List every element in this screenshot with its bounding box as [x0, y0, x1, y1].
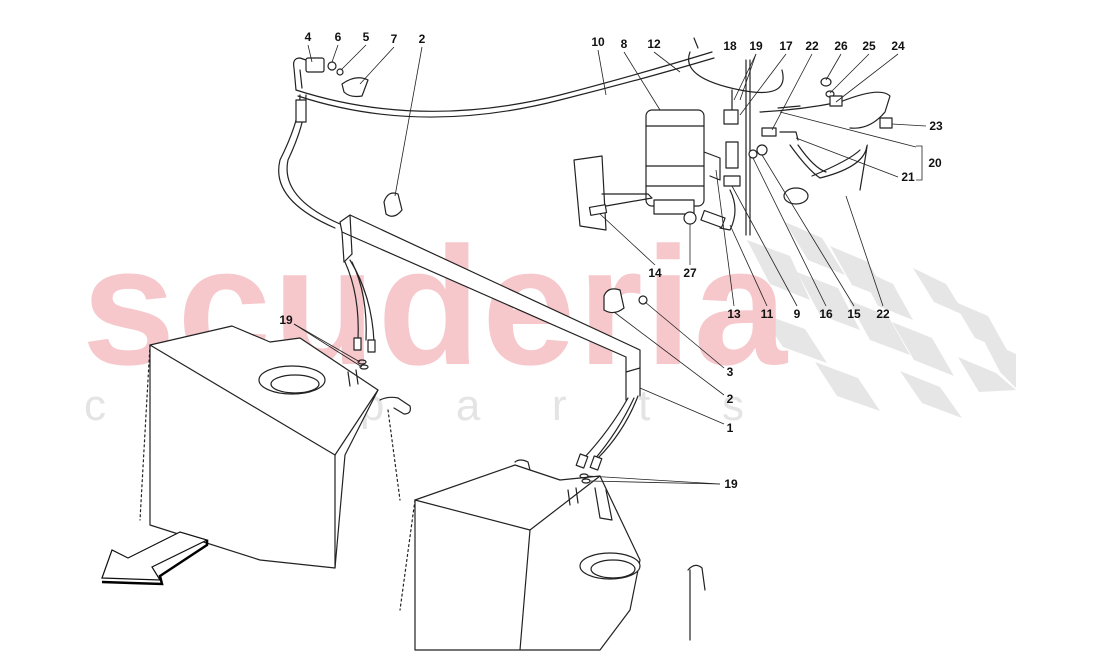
vent-duct: [339, 214, 641, 401]
part-label-27: 27: [683, 266, 697, 280]
part-label-23: 23: [929, 119, 943, 133]
part-label-11: 11: [760, 307, 774, 321]
watermark-letter: a: [455, 381, 481, 430]
right-fuel-tank: [399, 459, 706, 651]
part-label-6: 6: [334, 30, 342, 44]
part-label-25: 25: [862, 39, 876, 53]
part-label-8: 8: [620, 37, 628, 51]
watermark-letter: r: [551, 381, 567, 430]
part-label-26: 26: [834, 39, 848, 53]
part-label-3: 3: [726, 365, 734, 379]
part-label-7: 7: [390, 32, 398, 46]
part-label-1: 1: [726, 421, 734, 435]
part-label-21: 21: [901, 170, 915, 184]
part-label-4: 4: [304, 30, 312, 44]
part-label-24: 24: [891, 39, 905, 53]
part-label-10: 10: [591, 35, 605, 49]
watermark-letter: c: [84, 381, 106, 430]
part-label-17: 17: [779, 39, 793, 53]
watermark-letter: t: [638, 381, 651, 430]
part-label-16: 16: [819, 307, 833, 321]
part-label-5: 5: [362, 30, 370, 44]
part-label-19: 19: [749, 39, 763, 53]
part-label-19: 19: [279, 313, 293, 327]
part-label-20: 20: [928, 156, 942, 170]
left-fuel-tank: [139, 325, 411, 569]
orientation-arrow: [101, 531, 209, 586]
part-label-18: 18: [723, 39, 737, 53]
watermark-letter: s: [721, 381, 744, 430]
part-label-12: 12: [647, 37, 661, 51]
part-label-22: 22: [805, 39, 819, 53]
part-label-15: 15: [847, 307, 861, 321]
part-label-2: 2: [726, 392, 734, 406]
charcoal-canister: [645, 109, 705, 215]
part-label-22: 22: [876, 307, 890, 321]
part-label-2: 2: [418, 32, 426, 46]
part-label-9: 9: [793, 307, 801, 321]
part-label-19: 19: [724, 477, 738, 491]
part-label-14: 14: [648, 266, 662, 280]
part-label-13: 13: [727, 307, 741, 321]
